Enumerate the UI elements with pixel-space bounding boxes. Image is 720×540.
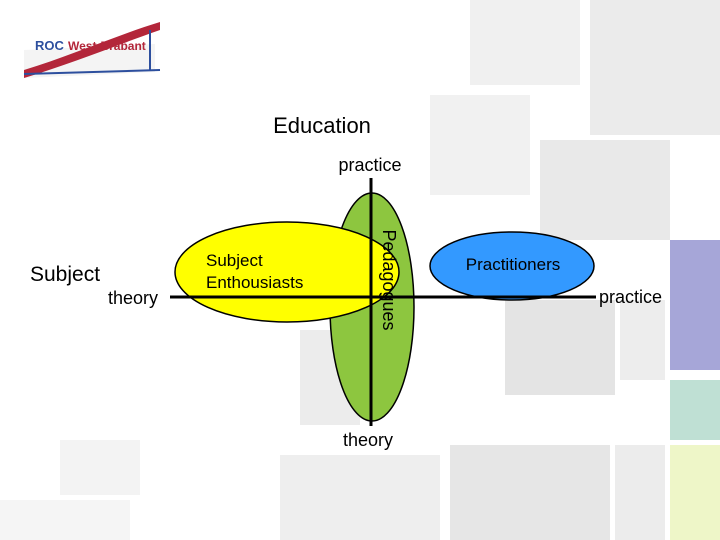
axis-label-vertical-top: practice	[338, 155, 401, 175]
axis-label-left-subject: Subject	[30, 263, 100, 286]
axis-label-left-theory: theory	[108, 288, 158, 308]
bg-tile	[615, 445, 665, 540]
bg-tile-purple	[670, 240, 720, 370]
subject-enthusiasts-ellipse	[174, 221, 400, 323]
subject-enthusiasts-label-line1: Subject	[206, 251, 263, 270]
bg-tile	[470, 0, 580, 85]
bg-tile	[280, 455, 440, 540]
page-title: Education	[273, 113, 371, 138]
bg-tile-lime	[670, 445, 720, 540]
bg-tile	[620, 300, 665, 380]
bg-tile	[60, 440, 140, 495]
practitioners-label: Practitioners	[466, 255, 560, 274]
logo-text-roc: ROC	[35, 38, 65, 53]
bg-tile	[590, 0, 720, 135]
axis-label-right-practice: practice	[599, 287, 662, 307]
logo-text-westbrabant: West-Brabant	[68, 39, 146, 53]
bg-tile	[540, 140, 670, 240]
bg-tile	[430, 95, 530, 195]
pedagogues-label: Pedagogues	[379, 229, 399, 330]
bg-tile	[450, 445, 610, 540]
bg-tile	[0, 500, 130, 540]
bg-tile-teal	[670, 380, 720, 440]
roc-logo: ROC West-Brabant	[23, 22, 161, 78]
bg-tile	[505, 300, 615, 395]
subject-enthusiasts-label-line2: Enthousiasts	[206, 273, 303, 292]
practitioners-ellipse	[429, 231, 595, 301]
axis-label-vertical-bottom: theory	[343, 430, 393, 450]
